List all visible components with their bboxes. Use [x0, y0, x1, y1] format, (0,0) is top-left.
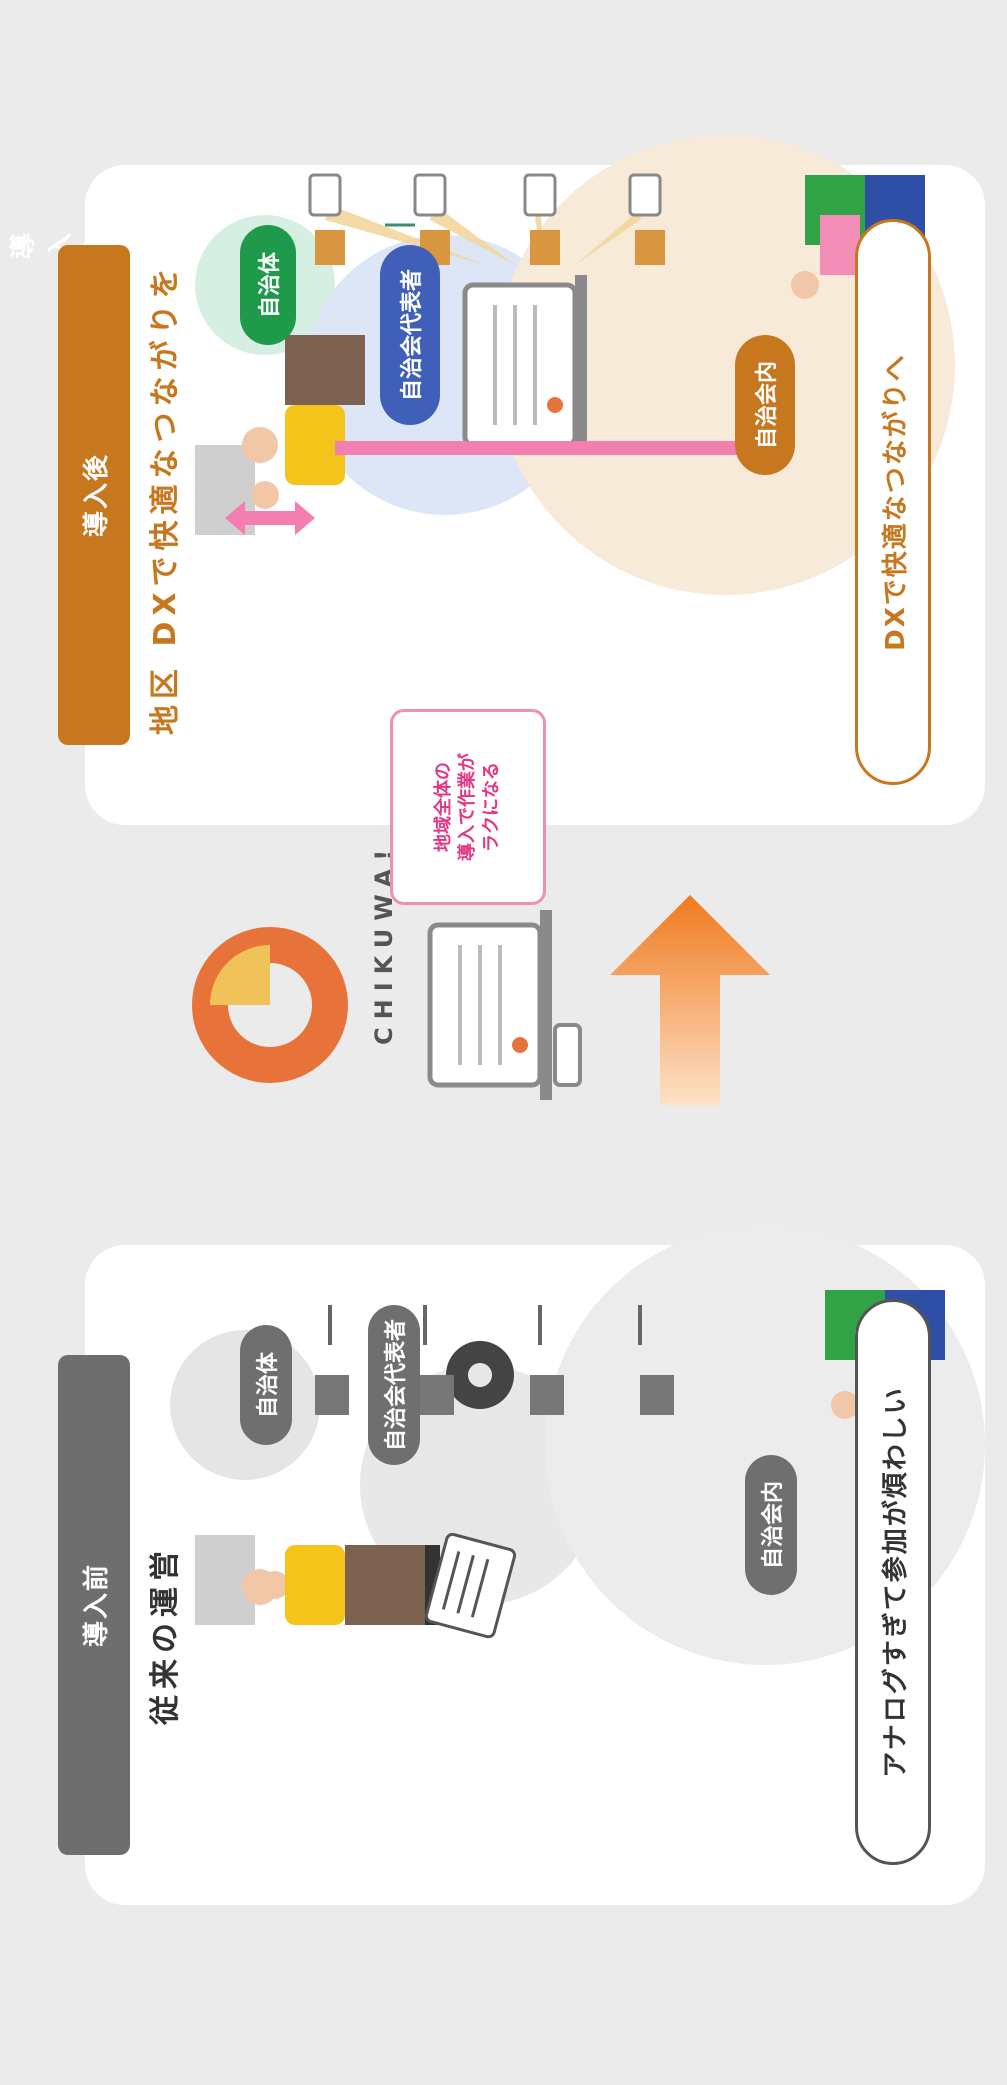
after-municipality-pill: 自治体 [240, 225, 296, 345]
after-inside-pill: 自治会内 [735, 335, 795, 475]
after-caption: DXで快適なつながりへ [855, 219, 931, 785]
after-officials [195, 335, 365, 535]
telephone-icon [446, 1341, 514, 1409]
before-caption: アナログすぎて参加が煩わしい [855, 1299, 931, 1865]
before-municipality-pill: 自治体 [240, 1325, 292, 1445]
upgrade-arrow-icon [610, 895, 770, 1105]
chikuwa-logo-icon [192, 927, 348, 1083]
before-representative-pill: 自治会代表者 [368, 1305, 420, 1465]
after-representative-pill: 自治会代表者 [380, 245, 440, 425]
before-inside-pill: 自治会内 [745, 1455, 797, 1595]
devices-icon [427, 910, 582, 1100]
after-note-box: 地域全体の 導入で作業が ラクになる [390, 709, 546, 905]
residents [328, 1305, 642, 1345]
phones-houses [308, 173, 665, 265]
clipboard-icon [424, 1532, 517, 1639]
before-illustration [170, 1225, 985, 1665]
note-line-3: ラクになる [481, 762, 502, 852]
note-line-2: 導入で作業が [457, 753, 478, 861]
representative-figure [242, 1545, 440, 1625]
houses [315, 1375, 674, 1415]
laptop-icon [462, 275, 587, 455]
note-line-1: 地域全体の [433, 762, 454, 852]
